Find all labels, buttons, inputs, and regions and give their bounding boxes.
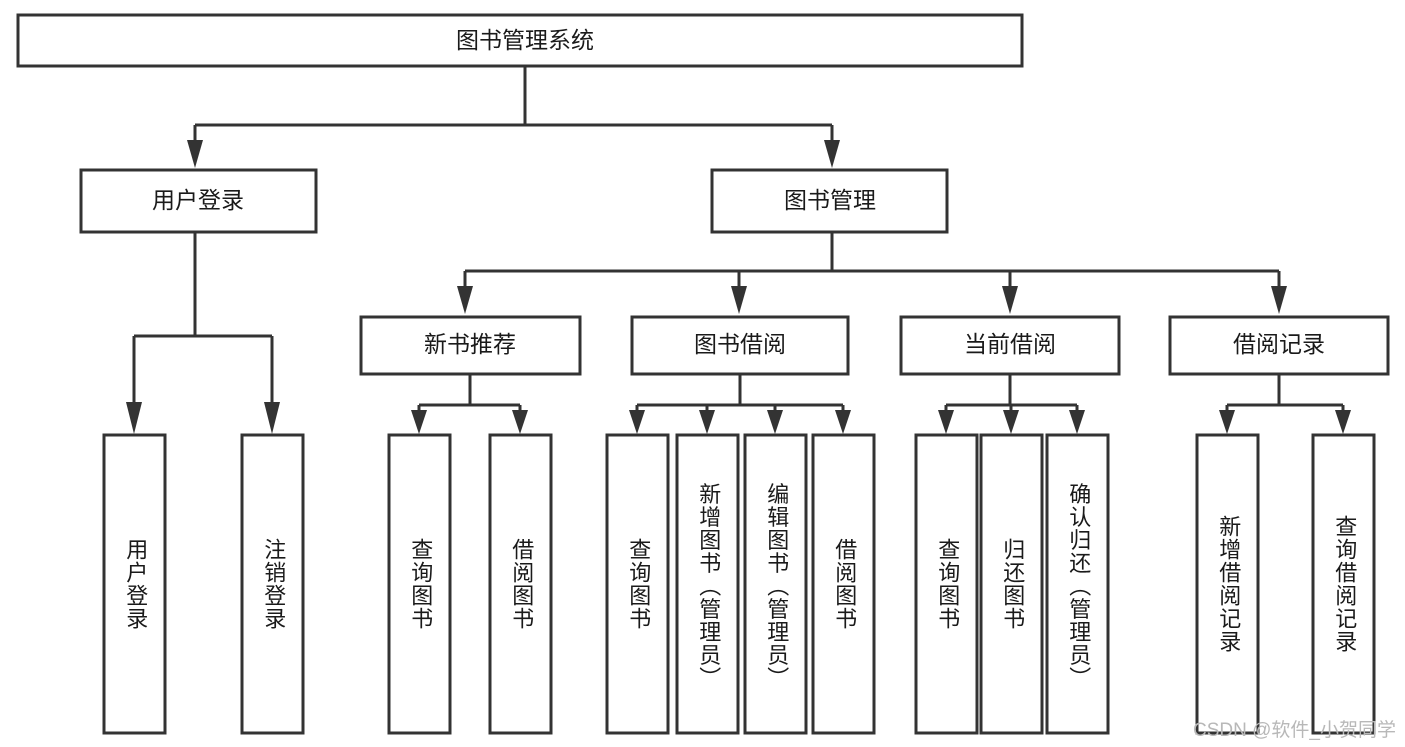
arrow-book-borrow-leaf-1 <box>629 410 645 434</box>
node-leaf-logout-login[interactable]: 注销登录 <box>240 433 305 735</box>
node-leaf-add-record-box <box>1195 433 1260 735</box>
arrow-borrow-record-leaf-1 <box>1219 410 1235 434</box>
arrow-current-borrow-leaf-1 <box>938 410 954 434</box>
connector-group-root <box>187 67 840 168</box>
node-leaf-query-book-3-box <box>914 433 979 735</box>
arrow-current-borrow-leaf-2 <box>1003 410 1019 434</box>
node-leaf-query-book-1-label: 查询图书 <box>408 538 433 630</box>
node-leaf-confirm-return[interactable]: 确认归还（管理员） <box>1045 433 1110 735</box>
connector-group-book-borrow <box>629 375 851 434</box>
node-book-borrow[interactable]: 图书借阅 <box>630 315 850 376</box>
node-leaf-borrow-book-2[interactable]: 借阅图书 <box>811 433 876 735</box>
arrow-borrow-record-leaf-2 <box>1335 410 1351 434</box>
arrow-user-login-leaf-2 <box>264 402 280 434</box>
node-leaf-query-record-box <box>1311 433 1376 735</box>
node-leaf-user-login-label: 用户登录 <box>123 538 148 630</box>
arrow-root-to-user-login <box>187 140 203 168</box>
node-leaf-user-login[interactable]: 用户登录 <box>102 433 167 735</box>
node-root-label: 图书管理系统 <box>456 27 594 53</box>
arrow-book-borrow-leaf-4 <box>835 410 851 434</box>
node-borrow-record[interactable]: 借阅记录 <box>1168 315 1390 376</box>
node-leaf-query-book-2-label: 查询图书 <box>626 538 651 630</box>
node-leaf-query-book-2-box <box>605 433 670 735</box>
node-user-login-box <box>79 168 318 234</box>
node-leaf-user-login-box <box>102 433 167 735</box>
node-leaf-query-book-3-label: 查询图书 <box>935 538 960 630</box>
node-leaf-logout-login-label: 注销登录 <box>261 538 286 630</box>
node-leaf-return-book-box <box>979 433 1044 735</box>
node-leaf-add-record-label: 新增借阅记录 <box>1216 515 1241 653</box>
arrow-new-book-leaf-2 <box>512 410 528 434</box>
node-leaf-edit-book[interactable]: 编辑图书（管理员） <box>743 433 808 735</box>
node-leaf-query-book-2[interactable]: 查询图书 <box>605 433 670 735</box>
node-new-book-recommend-label: 新书推荐 <box>424 331 516 357</box>
arrow-book-manage-to-current-borrow <box>1002 286 1018 314</box>
node-leaf-query-record-label: 查询借阅记录 <box>1332 515 1357 653</box>
csdn-watermark: CSDN @软件_小贺同学 <box>1193 719 1396 741</box>
node-leaf-confirm-return-label: 确认归还（管理员） <box>1066 483 1091 690</box>
arrow-root-to-book-manage <box>824 140 840 168</box>
node-leaf-query-book-3[interactable]: 查询图书 <box>914 433 979 735</box>
node-leaf-return-book[interactable]: 归还图书 <box>979 433 1044 735</box>
node-leaf-borrow-book-1[interactable]: 借阅图书 <box>488 433 553 735</box>
node-leaf-return-book-label: 归还图书 <box>1000 538 1025 630</box>
node-book-manage-box <box>710 168 949 234</box>
node-leaf-borrow-book-2-label: 借阅图书 <box>832 538 857 630</box>
node-leaf-add-book[interactable]: 新增图书（管理员） <box>675 433 740 735</box>
node-leaf-logout-login-box <box>240 433 305 735</box>
node-leaf-query-record[interactable]: 查询借阅记录 <box>1311 433 1376 735</box>
node-current-borrow-box <box>899 315 1121 376</box>
node-book-borrow-box <box>630 315 850 376</box>
node-leaf-edit-book-label: 编辑图书（管理员） <box>764 483 789 690</box>
connector-group-borrow-record <box>1219 375 1351 434</box>
arrow-book-manage-to-book-borrow <box>731 286 747 314</box>
connector-group-current-borrow <box>938 375 1085 434</box>
node-current-borrow[interactable]: 当前借阅 <box>899 315 1121 376</box>
connector-group-new-book <box>411 375 528 434</box>
node-leaf-query-book-1[interactable]: 查询图书 <box>387 433 452 735</box>
node-book-manage-label: 图书管理 <box>784 187 876 213</box>
node-borrow-record-label: 借阅记录 <box>1233 331 1325 357</box>
node-new-book-recommend-box <box>359 315 582 376</box>
arrow-current-borrow-leaf-3 <box>1069 410 1085 434</box>
node-borrow-record-box <box>1168 315 1390 376</box>
connector-group-book-manage <box>457 233 1287 314</box>
node-leaf-add-book-box <box>675 433 740 735</box>
arrow-book-borrow-leaf-3 <box>767 410 783 434</box>
node-leaf-add-record[interactable]: 新增借阅记录 <box>1195 433 1260 735</box>
node-leaf-query-book-1-box <box>387 433 452 735</box>
connector-group-user-login <box>126 233 280 434</box>
node-book-manage[interactable]: 图书管理 <box>710 168 949 234</box>
node-root-system[interactable]: 图书管理系统 <box>16 13 1024 68</box>
arrow-book-manage-to-new-book <box>457 286 473 314</box>
node-leaf-borrow-book-2-box <box>811 433 876 735</box>
arrow-new-book-leaf-1 <box>411 410 427 434</box>
node-root-box <box>16 13 1024 68</box>
node-user-login-label: 用户登录 <box>152 187 244 213</box>
arrow-user-login-leaf-1 <box>126 402 142 434</box>
node-leaf-edit-book-box <box>743 433 808 735</box>
node-new-book-recommend[interactable]: 新书推荐 <box>359 315 582 376</box>
node-leaf-confirm-return-box <box>1045 433 1110 735</box>
node-leaf-borrow-book-1-box <box>488 433 553 735</box>
node-leaf-borrow-book-1-label: 借阅图书 <box>509 538 534 630</box>
node-user-login[interactable]: 用户登录 <box>79 168 318 234</box>
node-leaf-add-book-label: 新增图书（管理员） <box>696 483 721 690</box>
arrow-book-borrow-leaf-2 <box>699 410 715 434</box>
node-book-borrow-label: 图书借阅 <box>694 331 786 357</box>
arrow-book-manage-to-borrow-record <box>1271 286 1287 314</box>
node-current-borrow-label: 当前借阅 <box>964 331 1056 357</box>
